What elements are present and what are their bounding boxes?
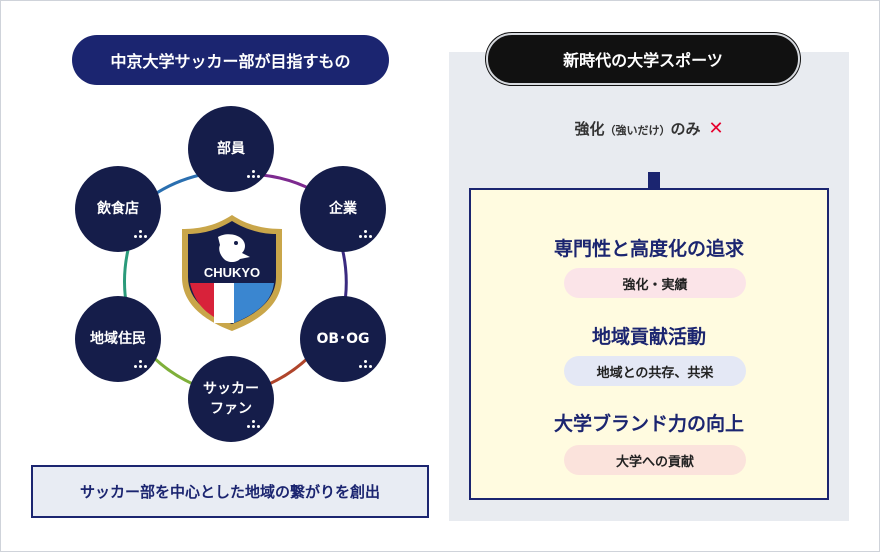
node-soccer-fans: サッカー ファン: [188, 356, 274, 442]
node-alumni: OB･OG: [300, 296, 386, 382]
left-title-pill: 中京大学サッカー部が目指すもの: [72, 35, 389, 85]
chukyo-crest-logo: CHUKYO: [182, 215, 282, 331]
node-label: サッカー ファン: [203, 381, 259, 417]
node-residents: 地域住民: [75, 296, 161, 382]
node-label: 飲食店: [97, 201, 139, 217]
node-companies: 企業: [300, 166, 386, 252]
crest-text: CHUKYO: [204, 265, 260, 280]
more-dots-icon: [246, 420, 260, 430]
more-dots-icon: [133, 230, 147, 240]
strength-only-line: 強化（強いだけ）のみ ✕: [449, 118, 849, 139]
left-caption-box: サッカー部を中心とした地域の繋がりを創出: [31, 465, 429, 518]
goal-heading: 専門性と高度化の追求: [553, 238, 744, 260]
more-dots-icon: [246, 170, 260, 180]
strength-only-suffix: のみ: [670, 120, 701, 138]
node-restaurants: 飲食店: [75, 166, 161, 252]
node-label: OB･OG: [316, 331, 370, 347]
node-label: 企業: [329, 201, 357, 217]
node-label: 地域住民: [90, 331, 146, 347]
goals-box: 専門性と高度化の追求 強化・実績 地域貢献活動 地域との共存、共栄 大学ブランド…: [469, 188, 829, 500]
cross-mark-icon: ✕: [708, 118, 724, 139]
goal-tag: 地域との共存、共栄: [564, 356, 746, 386]
goal-heading: 地域貢献活動: [591, 326, 706, 348]
node-members: 部員: [188, 106, 274, 192]
goal-heading: 大学ブランド力の向上: [553, 413, 744, 435]
goal-tag: 強化・実績: [564, 268, 746, 298]
more-dots-icon: [133, 360, 147, 370]
more-dots-icon: [358, 360, 372, 370]
strength-only-main: 強化: [574, 120, 605, 138]
more-dots-icon: [358, 230, 372, 240]
ring-arc-6: [151, 173, 201, 198]
right-title-pill: 新時代の大学スポーツ: [486, 33, 800, 85]
strength-only-note: （強いだけ）: [604, 124, 671, 137]
goal-tag: 大学への貢献: [564, 445, 746, 475]
node-label: 部員: [217, 141, 245, 157]
